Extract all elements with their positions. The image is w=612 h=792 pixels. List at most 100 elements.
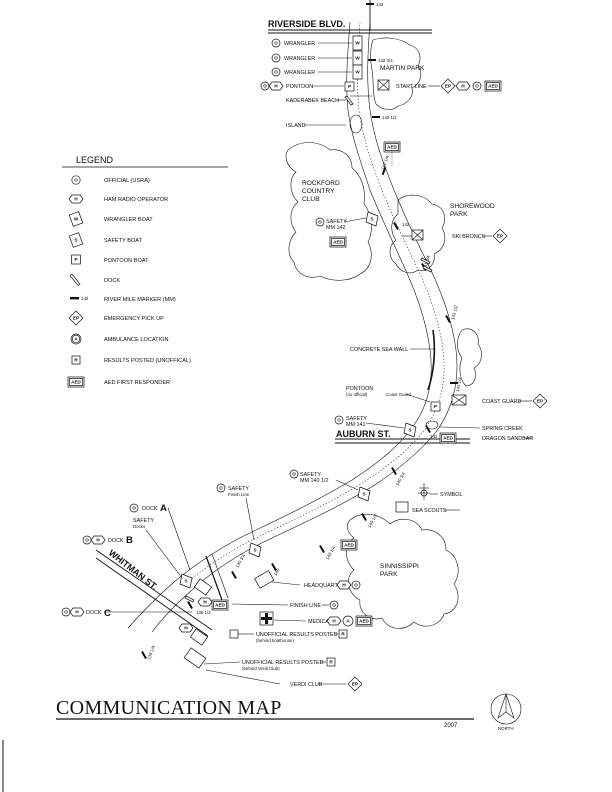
svg-text:W: W	[355, 70, 360, 75]
mile-marker-141-12	[445, 315, 451, 323]
mile-marker-142-34-label: 142 3/4	[378, 58, 393, 63]
legend-item-ambulance: AMBULANCE LOCATION	[104, 337, 169, 343]
svg-text:H: H	[342, 583, 346, 588]
safety-mm141-group: O SAFETY MM 141 S	[334, 415, 417, 438]
legend-results-icon	[71, 355, 81, 365]
legend: LEGEND O OFFICIAL (USRA) H HAM RADIO OPE…	[62, 155, 228, 388]
finish-line-mark	[205, 555, 223, 601]
svg-text:H: H	[461, 84, 465, 89]
safety-docks-label-a: SAFETY	[133, 518, 154, 524]
svg-text:P: P	[74, 257, 77, 262]
mile-markers: 143 142 3/4 142 1/2 142 1/4 142 141 3/4 …	[141, 2, 463, 660]
legend-item-aed: AED FIRST RESPONDER	[104, 380, 170, 386]
verdi-club-label: VERDI CLUB	[290, 682, 323, 688]
svg-text:AED: AED	[488, 84, 498, 89]
svg-text:S: S	[184, 579, 187, 584]
kaderabek-beach-label: KADERABEK BEACH	[286, 98, 339, 104]
safety-boat-icon	[248, 542, 262, 558]
rockford-cc-label-3: CLUB	[302, 196, 320, 203]
svg-text:AED: AED	[359, 619, 369, 624]
mile-marker-141-12-label: 141 1/2	[450, 304, 459, 320]
legend-emergency-pickup-icon	[68, 310, 84, 326]
svg-text:A: A	[346, 619, 350, 624]
wrangler-2-label: WRANGLER	[284, 56, 315, 62]
svg-text:H: H	[96, 538, 100, 543]
svg-text:O: O	[318, 220, 322, 225]
shorewood-park-label-1: SHOREWOOD	[450, 203, 495, 210]
headquarters-building-icon	[254, 570, 275, 589]
martin-park-area	[370, 37, 422, 110]
pontoon-cg-label-1: PONTOON	[346, 386, 373, 392]
safety-boat-icon	[357, 486, 371, 502]
wrangler-1-group: O WRANGLER W	[271, 35, 363, 51]
svg-text:H: H	[74, 197, 78, 202]
safety-finish-label-a: SAFETY	[228, 486, 249, 492]
mile-marker-139-14-label: 139 1/4	[146, 644, 156, 660]
ambulance-icon	[342, 615, 354, 627]
results-icon	[326, 657, 336, 667]
safety-mm142-label-a: SAFETY	[326, 219, 347, 225]
svg-text:A: A	[74, 337, 78, 342]
svg-text:H: H	[203, 600, 207, 605]
ham-radio-icon	[336, 580, 352, 590]
svg-text:W: W	[355, 41, 360, 46]
svg-text:O: O	[274, 70, 278, 75]
mile-marker-142	[393, 222, 399, 230]
svg-text:O: O	[74, 178, 78, 183]
svg-text:AED: AED	[443, 436, 453, 441]
boathouse-icon	[193, 578, 213, 596]
safety-mm142-label-b: MM 142	[326, 225, 345, 231]
mile-marker-140-14	[319, 545, 325, 553]
mile-marker-140-12-label: 140 1/2	[367, 513, 379, 529]
official-icon	[129, 503, 139, 513]
svg-text:S: S	[362, 492, 365, 497]
legend-wrangler-icon	[68, 211, 84, 227]
legend-title: LEGEND	[76, 155, 114, 165]
island-shape	[349, 114, 363, 134]
unofficial-results-2-group: UNOFFICIAL RESULTS POSTED (behind Verdi …	[183, 647, 336, 671]
mile-marker-139-34-label: 139 3/4	[235, 553, 247, 569]
safety-mm1405-label-a: SAFETY	[300, 472, 321, 478]
dock-c-letter: C	[104, 608, 111, 619]
headquarters-group: HEADQUARTERS H O	[254, 570, 361, 590]
whitman-st-road	[95, 549, 213, 631]
boathouse-building-icon	[189, 628, 209, 646]
dock-icon	[344, 95, 354, 106]
official-icon	[271, 67, 281, 77]
mile-marker-139-34	[231, 571, 237, 579]
legend-item-mile-marker: RIVER MILE MARKER (MM)	[104, 297, 176, 303]
sea-scouts-building-icon	[395, 501, 409, 513]
dock-icon	[184, 595, 195, 603]
legend-ham-radio-icon	[68, 194, 84, 204]
whitman-st-label: WHITMAN ST.	[107, 548, 160, 592]
start-line-group: START LINE EP H O AED	[350, 78, 502, 97]
whitman-st-road-2	[95, 557, 209, 637]
rockford-cc-label-1: ROCKFORD	[302, 180, 340, 187]
east-shore-area	[457, 328, 482, 387]
mile-marker-140-34	[391, 467, 397, 475]
ham-radio-icon	[69, 607, 85, 617]
river-east-bank	[151, 21, 458, 633]
svg-text:EP: EP	[497, 234, 503, 239]
sea-wall-line	[427, 329, 436, 391]
legend-item-ham: HAM RADIO OPERATOR	[104, 197, 168, 203]
dock-a-group: O DOCK A	[129, 503, 191, 571]
svg-text:O: O	[274, 56, 278, 61]
svg-text:EP: EP	[537, 399, 543, 404]
finish-line-mark-2	[211, 553, 229, 599]
wrangler-3-label: WRANGLER	[284, 70, 315, 76]
dock-b-group: O H DOCK B	[82, 535, 133, 546]
svg-text:AED: AED	[71, 380, 81, 385]
wrangler-1-label: WRANGLER	[284, 41, 315, 47]
safety-boat-icon	[179, 573, 193, 589]
mile-marker-143	[366, 3, 374, 5]
map-title: COMMUNICATION MAP	[56, 697, 282, 719]
svg-text:AED: AED	[387, 145, 397, 150]
legend-item-official: OFFICIAL (USRA)	[104, 178, 150, 184]
svg-text:H: H	[184, 626, 188, 631]
pontoon-group: O H PONTOON P	[260, 81, 355, 92]
rockford-cc-label-2: COUNTRY	[302, 188, 335, 195]
svg-text:R: R	[341, 632, 345, 637]
svg-text:O: O	[132, 506, 136, 511]
martin-park-label: MARTIN PARK	[380, 65, 425, 72]
